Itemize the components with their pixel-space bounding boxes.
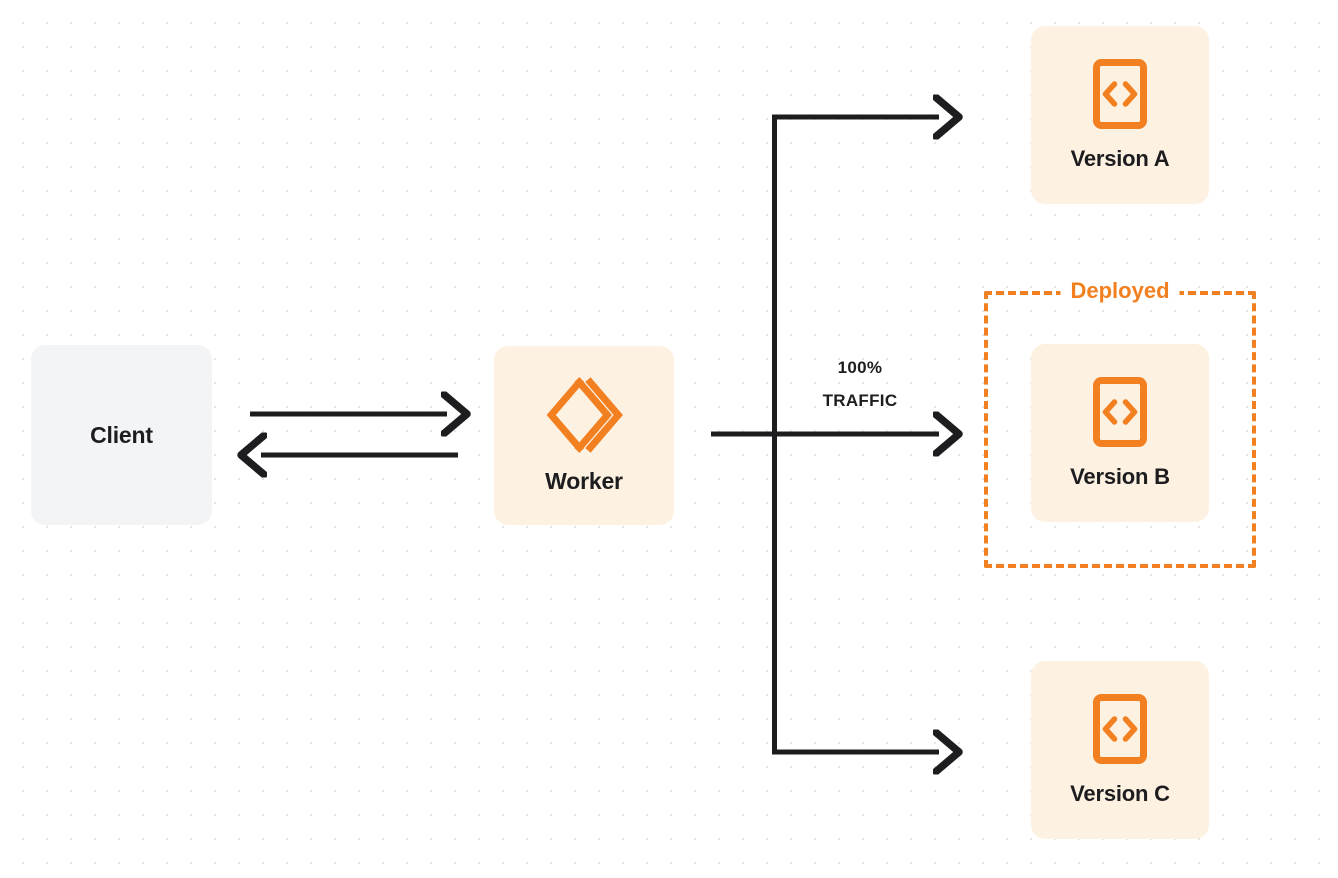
node-worker[interactable]: Worker xyxy=(494,346,674,525)
node-client-label: Client xyxy=(90,421,153,448)
code-file-icon xyxy=(1093,694,1147,764)
node-version-c[interactable]: Version C xyxy=(1031,661,1209,839)
node-version-b[interactable]: Version B xyxy=(1031,344,1209,522)
traffic-word: TRAFFIC xyxy=(822,391,898,411)
deployed-group: Deployed xyxy=(984,280,1256,568)
traffic-percent: 100% xyxy=(837,358,883,377)
deployed-group-label: Deployed xyxy=(1060,280,1180,302)
node-version-a[interactable]: Version A xyxy=(1031,26,1209,204)
node-version-b-label: Version B xyxy=(1070,464,1170,489)
cloudflare-workers-logo-icon xyxy=(546,377,623,453)
node-worker-label: Worker xyxy=(545,468,623,494)
traffic-label: 100% TRAFFIC xyxy=(796,351,924,417)
node-version-a-label: Version A xyxy=(1070,146,1170,171)
node-client[interactable]: Client xyxy=(31,345,212,525)
code-file-icon xyxy=(1093,59,1147,129)
node-version-c-label: Version C xyxy=(1070,781,1170,806)
code-file-icon xyxy=(1093,377,1147,447)
